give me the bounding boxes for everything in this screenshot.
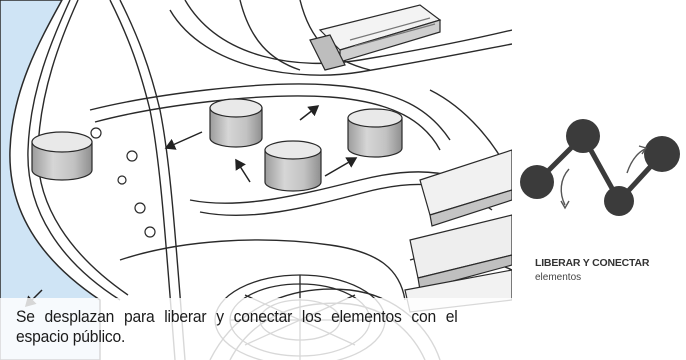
- legend-subtitle: elementos: [535, 272, 582, 283]
- legend-node-1: [520, 165, 554, 199]
- legend-arrow-down-icon: [560, 168, 570, 206]
- caption-band: [0, 298, 512, 360]
- path-bollards: [90, 127, 156, 238]
- cylinder-4: [347, 108, 403, 158]
- caption-text: Se desplazan para liberar y conectar los…: [16, 307, 458, 346]
- arrow-right: [324, 157, 358, 177]
- cylinder-1: [31, 131, 93, 181]
- legend-diagram: [520, 119, 680, 216]
- cylinder-2: [209, 98, 263, 148]
- arrow-up: [235, 158, 251, 183]
- legend-node-2: [566, 119, 600, 153]
- cylinder-3: [264, 140, 322, 192]
- legend-node-3: [604, 186, 634, 216]
- legend-arrow-up-icon: [626, 148, 646, 174]
- movement-arrows: [24, 105, 358, 308]
- arrow-upper-right: [299, 105, 320, 121]
- legend-title: LIBERAR Y CONECTAR: [535, 257, 650, 269]
- arrow-left: [164, 131, 203, 150]
- buildings-right: [404, 149, 512, 313]
- legend-node-4: [644, 136, 680, 172]
- building-top: [309, 4, 442, 71]
- legend-connectors: [535, 134, 664, 203]
- water-body: [0, 0, 101, 360]
